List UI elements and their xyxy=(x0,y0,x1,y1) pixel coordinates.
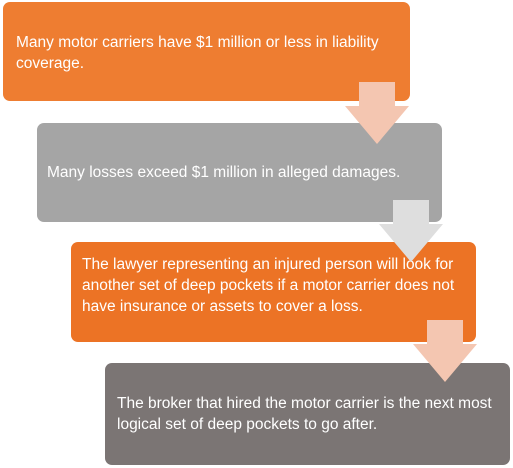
down-arrow-icon-2 xyxy=(379,200,443,262)
step-box-4: The broker that hired the motor carrier … xyxy=(105,363,510,465)
step-1-text: Many motor carriers have $1 million or l… xyxy=(16,34,379,72)
down-arrow-icon-1 xyxy=(345,82,409,144)
step-box-1: Many motor carriers have $1 million or l… xyxy=(3,2,410,101)
down-arrow-icon-3 xyxy=(413,320,477,382)
step-4-text: The broker that hired the motor carrier … xyxy=(117,395,492,433)
step-2-text: Many losses exceed $1 million in alleged… xyxy=(47,164,401,181)
step-3-text: The lawyer representing an injured perso… xyxy=(82,256,455,315)
